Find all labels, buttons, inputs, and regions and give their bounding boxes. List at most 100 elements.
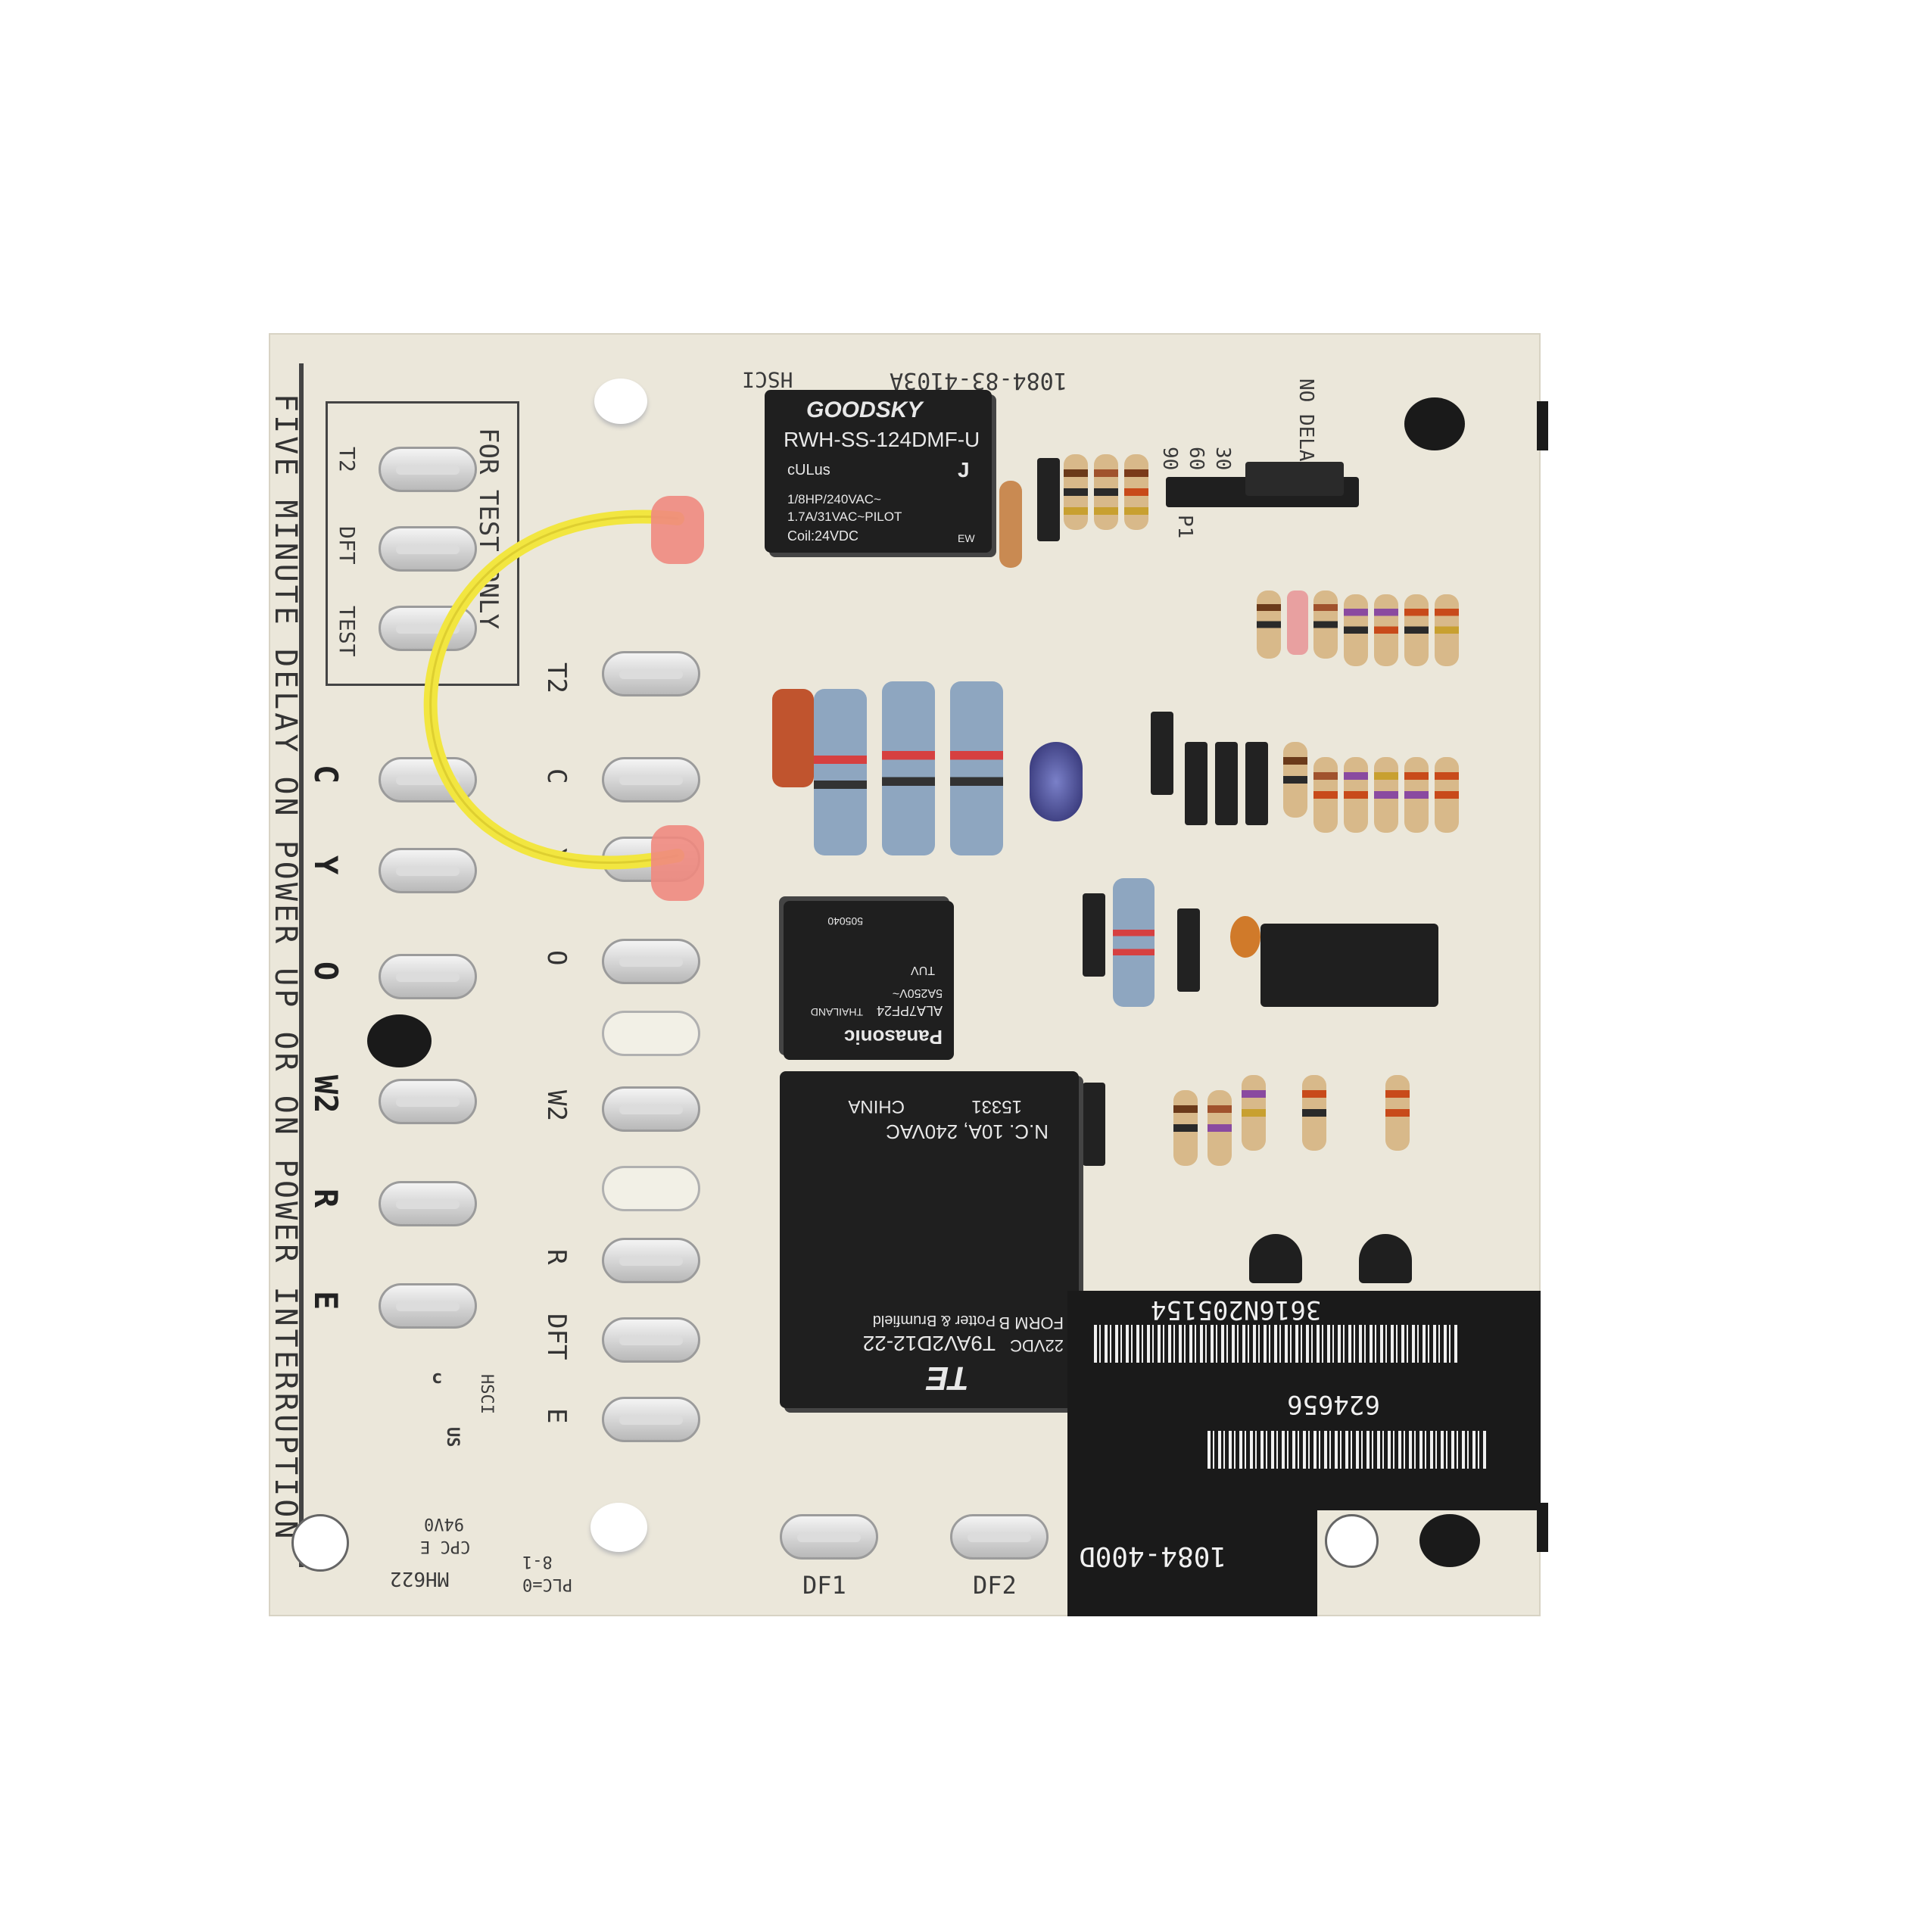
empty-pad-1 [602,1011,700,1056]
te-sub-brand: Potter & Brumfield [872,1312,996,1329]
label-r-right: R [541,1249,572,1265]
capacitor-c3 [1030,742,1083,821]
label-w2-right: W2 [541,1090,572,1121]
label-serial-main: 3616N20515 [1166,1295,1322,1325]
terminal-t2-right[interactable] [602,651,700,696]
label-e-right: E [541,1408,572,1424]
terminal-e-left[interactable] [379,1283,477,1329]
te-form: FORM B [999,1313,1064,1332]
terminal-o-right[interactable] [602,939,700,984]
mounting-hole-bottom-left [291,1514,349,1572]
delay-ref: P1 [1173,515,1196,539]
jumper-wire [423,496,704,901]
resistor-r24b [1435,757,1459,833]
panasonic-origin: THAILAND [810,1006,863,1018]
terminal-df2[interactable] [950,1514,1049,1560]
panasonic-tuv: TUV [911,964,935,977]
resistor-r22 [1404,757,1429,833]
diode-d2 [1151,712,1173,795]
goodsky-coil: Coil:24VDC [787,528,859,544]
terminal-e-right[interactable] [602,1397,700,1442]
label-serial: 3616N205154 [1151,1295,1321,1325]
resistor-r10 [1435,594,1459,666]
capacitor-c2 [1230,916,1260,958]
panasonic-lot: 505040 [827,915,863,927]
resistor-r15 [1064,454,1088,530]
resistor-r4 [1313,591,1338,659]
goodsky-rating1: 1/8HP/240VAC~ [787,492,881,506]
terminal-df1[interactable] [780,1514,878,1560]
resistor-r1 [1113,878,1155,1007]
goodsky-brand: GOODSKY [806,397,923,422]
label-dft-right: DFT [541,1313,572,1360]
label-barcode-1 [1094,1325,1457,1363]
diode-d1 [1245,742,1268,825]
relay-panasonic: Panasonic ALA7PF24 5A250V~ THAILAND TUV … [784,901,954,1060]
mounting-post-top-right [1404,397,1465,450]
te-voltage: 22VDC [1010,1336,1064,1355]
panasonic-brand: Panasonic [843,1026,943,1049]
relay-goodsky: GOODSKY RWH-SS-124DMF-U cULus J 1/8HP/24… [765,390,992,553]
label-barcode-2 [1208,1431,1488,1469]
label-df2: DF2 [973,1571,1017,1600]
delay-heading: NO DELAY [1295,379,1317,474]
label-r-left: R [307,1189,344,1208]
label-df1: DF1 [802,1571,846,1600]
te-model: T9AV2D12-22 [862,1332,996,1355]
test-terminal-t2[interactable] [379,447,477,492]
terminal-r-left[interactable] [379,1181,477,1226]
diode-d4 [1185,742,1208,825]
panasonic-spec: 5A250V~ [892,986,943,999]
delay-jumper-cap[interactable] [1245,462,1344,496]
relay-te-inner: TE T9AV2D12-22 Potter & Brumfield 22VDC … [780,1071,1079,1408]
terminal-c-right[interactable] [602,757,700,802]
board-edge-tab-top [1537,401,1548,450]
delay-opt-60: 60 [1185,447,1208,471]
side-text-border [299,363,304,1567]
label-board-id: 1084-400D [1079,1541,1227,1572]
diode-d3 [1215,742,1238,825]
resistor-r6 [1313,757,1338,833]
mounting-post-bottom-left [591,1503,647,1552]
mounting-post-left [367,1014,432,1067]
terminal-o-left[interactable] [379,954,477,999]
capacitor-c1 [772,689,814,787]
bottom-cpc: CPC E [420,1537,471,1556]
resistor-r25 [1374,757,1398,833]
delay-opt-30: 30 [1211,447,1234,471]
label-serial-suffix: 4 [1151,1295,1167,1325]
resistor-r24a [1344,757,1368,833]
delay-opt-90: 90 [1158,447,1181,471]
resistor-r2 [1173,1090,1198,1166]
bottom-flame: 94V0 [424,1514,464,1533]
resistor-r12 [1208,1090,1232,1166]
goodsky-code: EW [958,532,975,544]
goodsky-model: RWH-SS-124DMF-U [784,428,980,451]
resistor-r20 [1385,1075,1410,1151]
label-w2-left: W2 [307,1075,344,1114]
resistor-r5 [1344,594,1368,666]
bottom-code: MH622 [390,1567,450,1590]
resistor-r7 [1257,591,1281,659]
relay-te: TE T9AV2D12-22 Potter & Brumfield 22VDC … [780,1071,1079,1408]
transistor-q2 [1359,1234,1412,1283]
resistor-r13 [950,681,1003,855]
ic-u1 [1260,924,1438,1007]
empty-pad-2 [602,1166,700,1211]
terminal-w2-right[interactable] [602,1086,700,1132]
test-terminal-dft[interactable] [379,526,477,572]
terminal-w2-left[interactable] [379,1079,477,1124]
resistor-r16 [1094,454,1118,530]
terminal-dft-right[interactable] [602,1317,700,1363]
terminal-r-right[interactable] [602,1238,700,1283]
te-brand: TE [926,1360,969,1397]
bottom-cert-c: c [432,1366,443,1388]
resistor-r14 [882,681,935,855]
resistor-r9 [1124,454,1148,530]
diode-d6 [1083,1083,1105,1166]
diode-d5 [1083,893,1105,977]
panasonic-model: ALA7PF24 [876,1003,943,1018]
terminal-y-left[interactable] [379,848,477,893]
top-maker: HSCI [742,367,793,392]
zener-z2 [1287,591,1308,655]
